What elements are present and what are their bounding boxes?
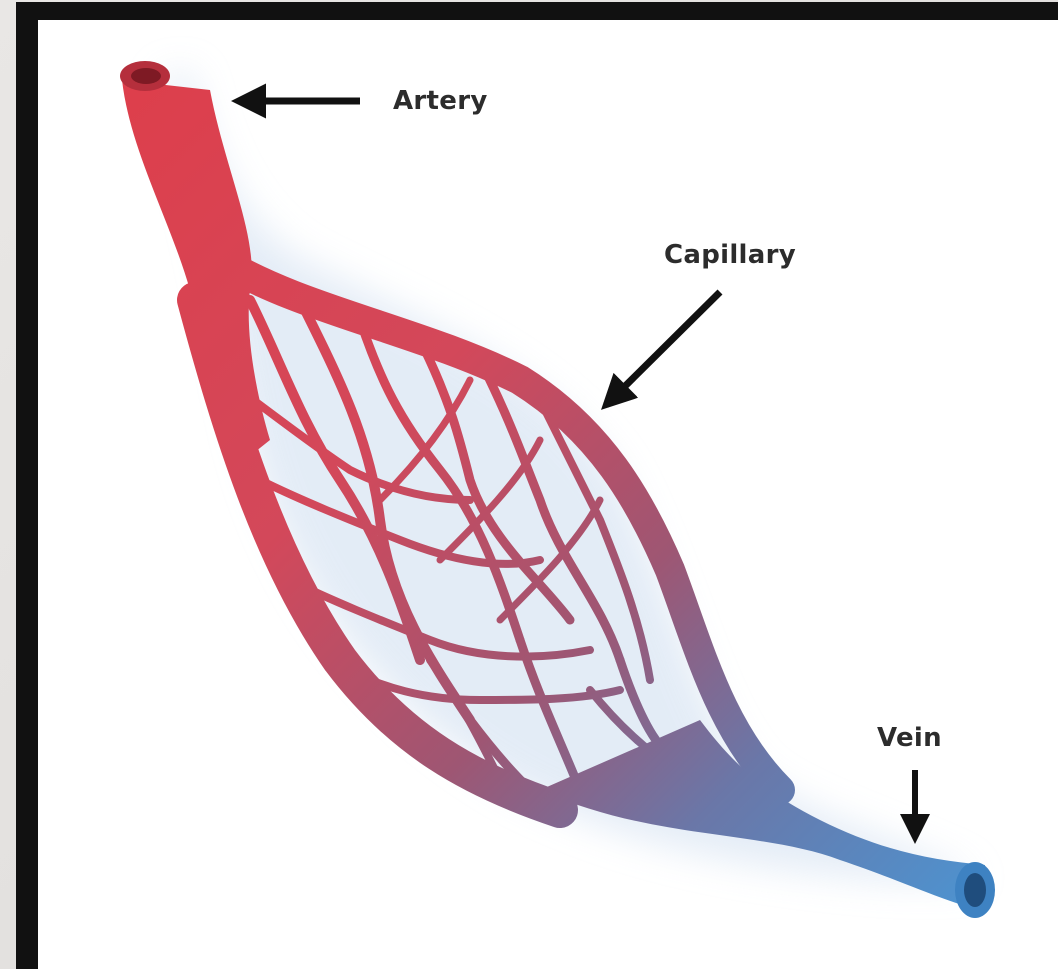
artery-lumen (131, 68, 161, 84)
capillary-pointer-arrow (606, 292, 720, 405)
capillary-label: Capillary (664, 240, 796, 270)
artery-label: Artery (393, 86, 488, 116)
vein-lumen (964, 873, 986, 907)
vein-label: Vein (877, 723, 942, 753)
